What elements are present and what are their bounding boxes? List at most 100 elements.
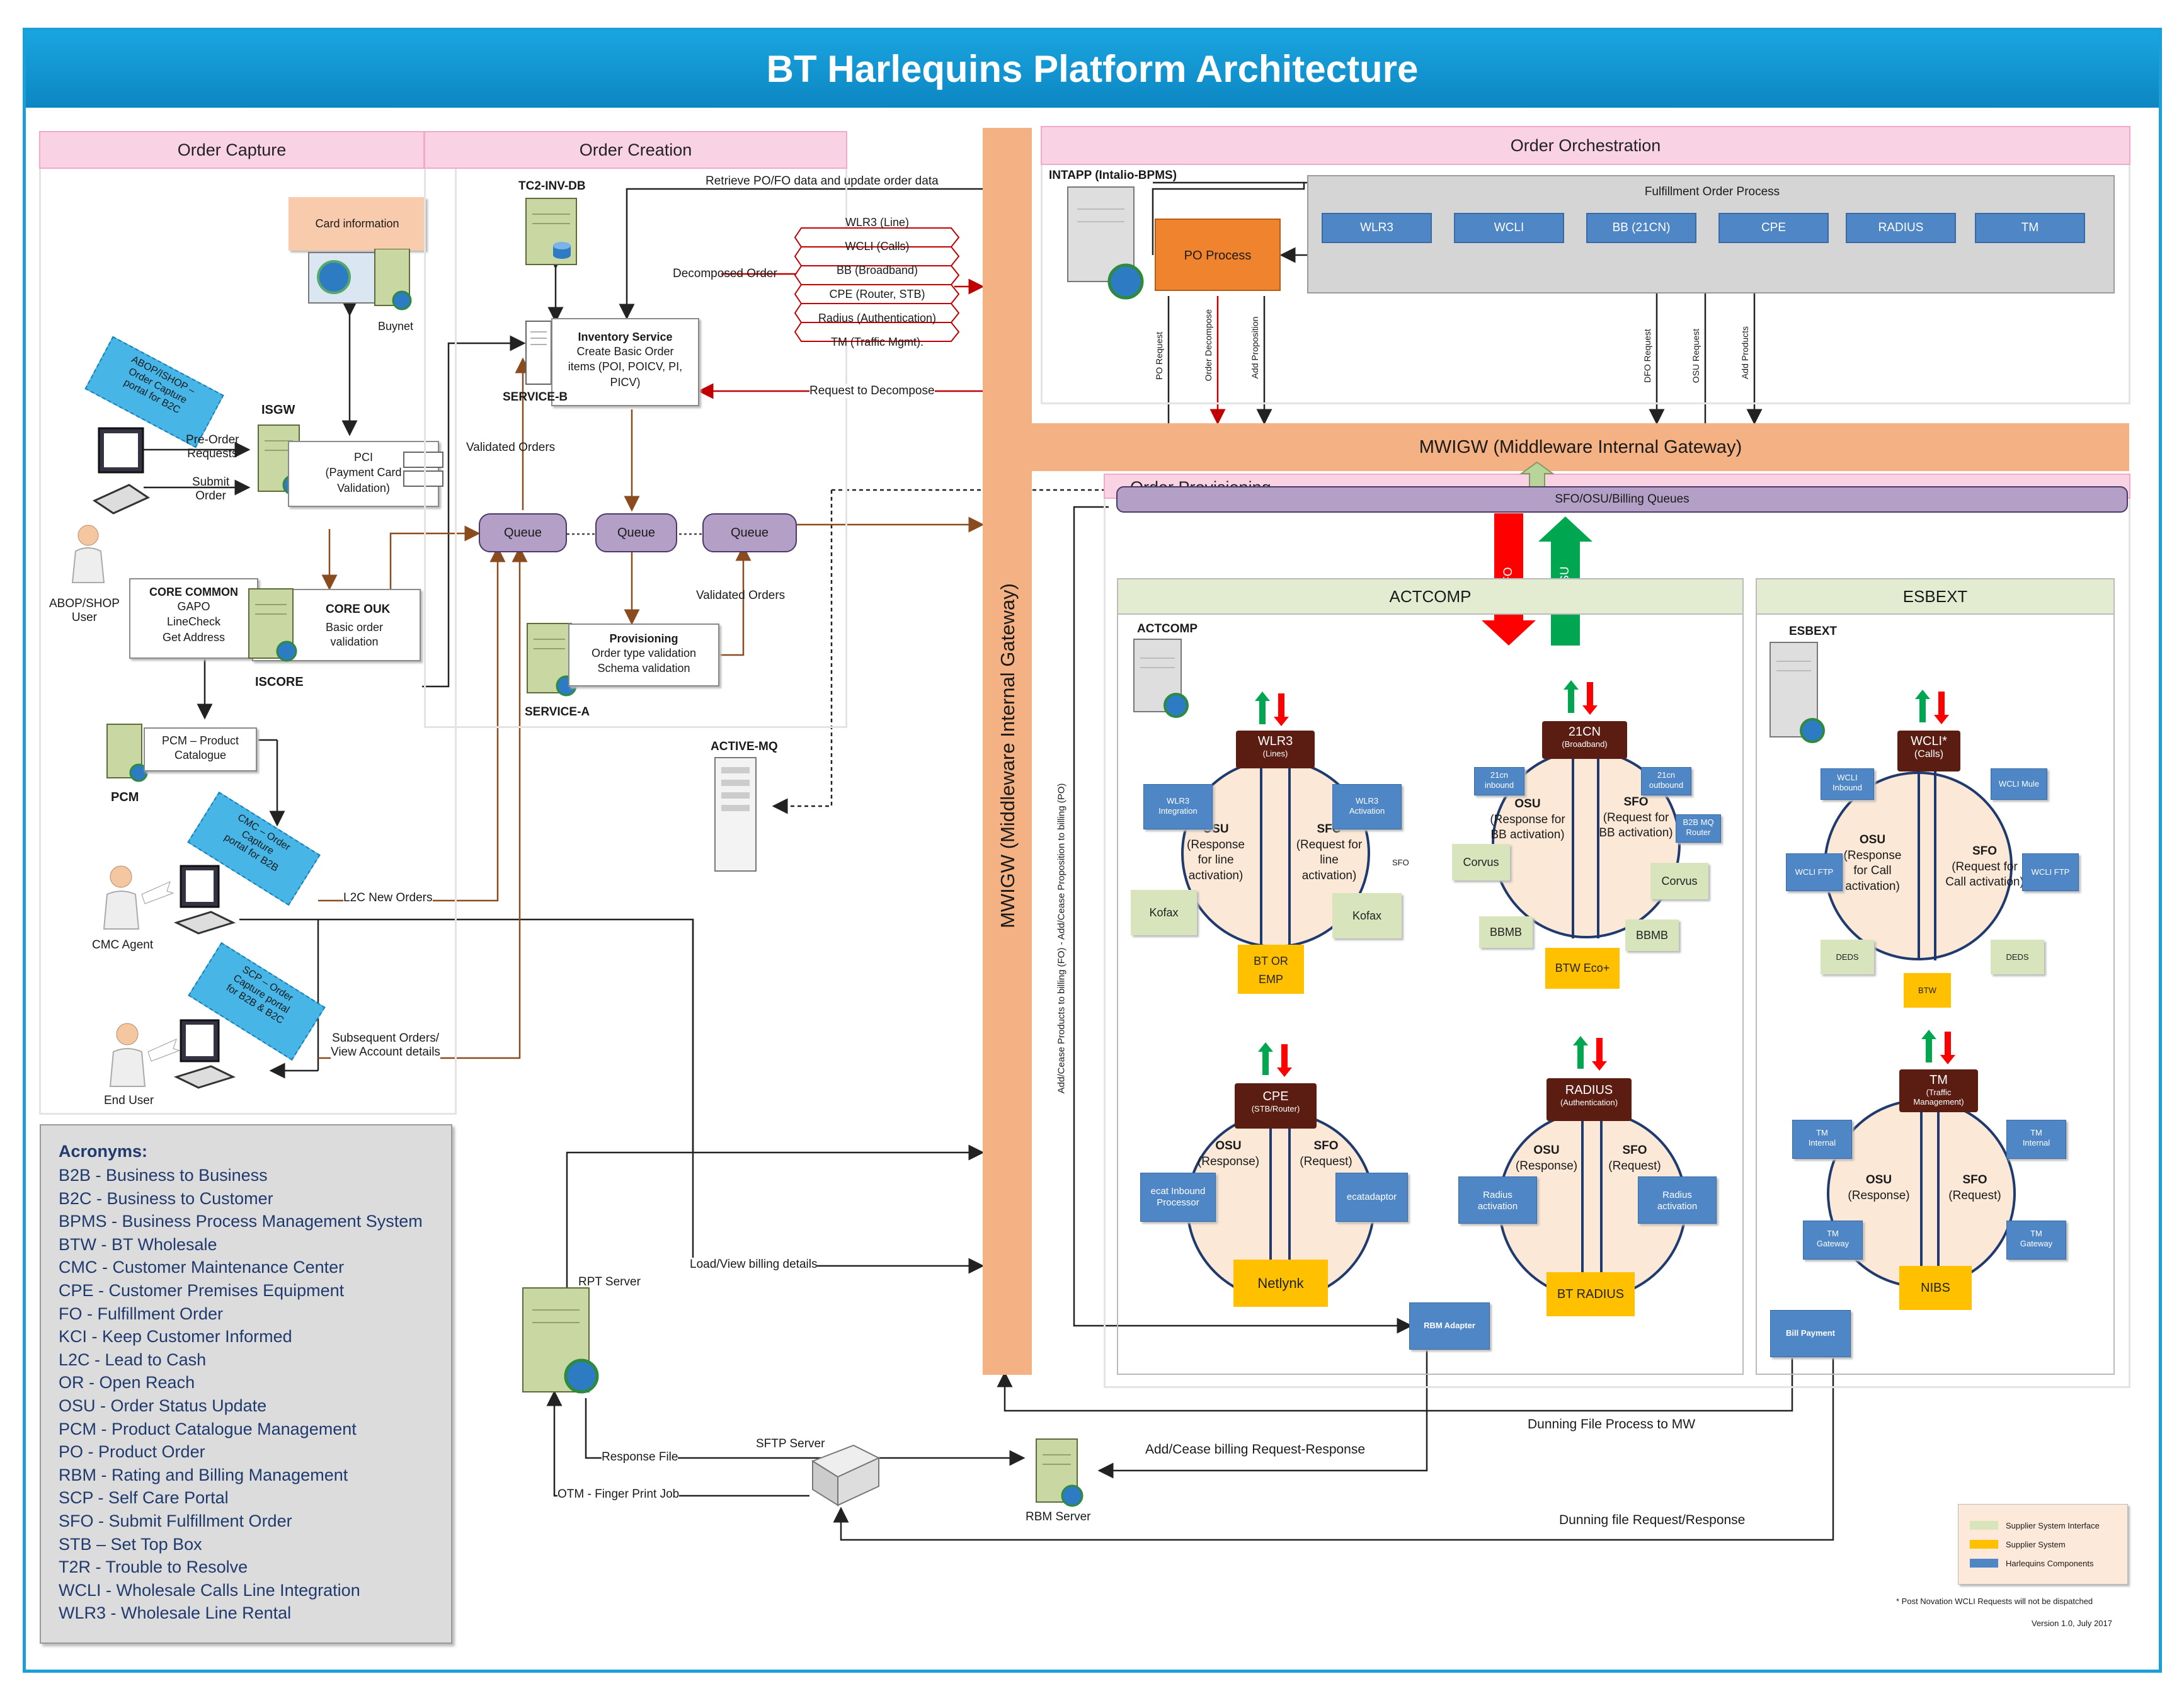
b2b-mq-router-box: B2B MQ Router bbox=[1676, 814, 1721, 843]
acronym-item: CPE - Customer Premises Equipment bbox=[59, 1280, 345, 1300]
legend-label: Supplier System Interface bbox=[2006, 1520, 2100, 1530]
core-ouk-desc: Basic order validation bbox=[326, 621, 384, 649]
rbm-server-label: RBM Server bbox=[1026, 1510, 1091, 1523]
tm-osu-desc: (Response) bbox=[1848, 1188, 1910, 1202]
cmc-agent-label: CMC Agent bbox=[92, 938, 154, 952]
cpe-divider-1 bbox=[1269, 1112, 1272, 1301]
abop-computer-icon bbox=[92, 427, 151, 515]
radius-osu-title: OSU bbox=[1533, 1144, 1560, 1157]
tm-sfo-desc: (Request) bbox=[1948, 1188, 2001, 1202]
bb21cn-osu-desc: (Response for BB activation) bbox=[1490, 812, 1565, 842]
wlr3-sub: (Lines) bbox=[1262, 749, 1288, 758]
inventory-service-title: Inventory Service bbox=[578, 331, 673, 343]
wcli-osu: OSU (Response for Call activation) bbox=[1830, 833, 1915, 895]
fo-wcli: WCLI bbox=[1454, 213, 1564, 243]
cpe-osu-title: OSU bbox=[1215, 1139, 1242, 1153]
billing-vertical-label: Add/Cease Products to billing (FO) - Add… bbox=[1056, 783, 1067, 1094]
add-products-label: Add Products bbox=[1740, 326, 1750, 380]
core-ouk-title: CORE OUK bbox=[326, 603, 391, 616]
cpe-osu-desc: (Response) bbox=[1197, 1154, 1260, 1168]
bb21cn-outbound-box: 21cn outbound bbox=[1641, 767, 1691, 795]
ecatadaptor-box: ecatadaptor bbox=[1335, 1173, 1408, 1222]
cpe-divider-2 bbox=[1288, 1112, 1291, 1301]
wcli-ftp-right: WCLI FTP bbox=[2022, 853, 2079, 891]
wlr3-osu: OSU (Response for line activation) bbox=[1175, 822, 1257, 884]
pci-port-1 bbox=[403, 452, 443, 468]
dunning-request-label: Dunning file Request/Response bbox=[1559, 1513, 1746, 1527]
tm-internal-right: TM Internal bbox=[2006, 1120, 2066, 1159]
tm-sfo-title: SFO bbox=[1962, 1173, 1987, 1187]
ecat-inbound-box: ecat Inbound Processor bbox=[1140, 1173, 1216, 1222]
load-view-label: Load/View billing details bbox=[690, 1258, 818, 1272]
active-mq-server-icon bbox=[714, 757, 757, 872]
order-capture-header: Order Capture bbox=[39, 131, 425, 169]
acronym-item: WCLI - Wholesale Calls Line Integration bbox=[59, 1580, 360, 1600]
mwigw-vertical-bar bbox=[983, 128, 1032, 1375]
acronym-item: PCM - Product Catalogue Management bbox=[59, 1419, 357, 1438]
radius-sfo-title: SFO bbox=[1622, 1144, 1647, 1157]
queue-3: Queue bbox=[702, 513, 797, 552]
subsequent-orders-label: Subsequent Orders/ View Account details bbox=[331, 1032, 440, 1059]
pcm-server-icon bbox=[106, 724, 148, 782]
abop-user-icon bbox=[71, 525, 105, 583]
tm-gateway-right: TM Gateway bbox=[2006, 1221, 2066, 1260]
acronym-item: SCP - Self Care Portal bbox=[59, 1488, 229, 1508]
wcli-title: WCLI* bbox=[1911, 734, 1947, 748]
wcli-mule-box: WCLI Mule bbox=[1991, 768, 2047, 800]
nibs-box: NIBS bbox=[1899, 1266, 1972, 1310]
wcli-divider-2 bbox=[1934, 771, 1936, 960]
cpe-sfo-title: SFO bbox=[1313, 1139, 1339, 1153]
cpe-sfo: SFO (Request) bbox=[1291, 1139, 1361, 1170]
acronym-item: FO - Fulfillment Order bbox=[59, 1304, 224, 1323]
fo-tm: TM bbox=[1975, 213, 2085, 243]
product-item: CPE (Router, STB) bbox=[829, 288, 925, 300]
cpe-updown-icon bbox=[1258, 1042, 1292, 1077]
acronym-item: WLR3 - Wholesale Line Rental bbox=[59, 1603, 292, 1623]
service-a-label: SERVICE-A bbox=[525, 705, 590, 719]
bb21cn-divider-1 bbox=[1572, 749, 1574, 938]
validated-orders-label-2: Validated Orders bbox=[696, 589, 786, 602]
tm-gateway-left: TM Gateway bbox=[1803, 1221, 1863, 1260]
version-label: Version 1.0, July 2017 bbox=[2032, 1619, 2112, 1628]
core-common-items: GAPO LineCheck Get Address bbox=[162, 600, 226, 644]
tc2-server-icon bbox=[525, 198, 577, 265]
acronyms-title: Acronyms: bbox=[59, 1142, 148, 1161]
acronym-item: KCI - Keep Customer Informed bbox=[59, 1327, 292, 1346]
acronym-item: PO - Product Order bbox=[59, 1442, 205, 1462]
legend-swatch bbox=[1970, 1521, 1998, 1530]
product-item: WCLI (Calls) bbox=[845, 240, 910, 253]
cpe-osu: OSU (Response) bbox=[1191, 1139, 1266, 1170]
bb21cn-title-box: 21CN (Broadband) bbox=[1542, 721, 1627, 759]
wlr3-sfo-small: SFO bbox=[1392, 858, 1409, 867]
page-title: BT Harlequins Platform Architecture bbox=[26, 31, 2159, 108]
isgw-label: ISGW bbox=[261, 403, 295, 417]
wcli-title-box: WCLI* (Calls) bbox=[1897, 731, 1960, 771]
buynet-label: Buynet bbox=[378, 320, 414, 333]
pcm-label: PCM bbox=[111, 790, 139, 804]
fo-wlr3: WLR3 bbox=[1322, 213, 1432, 243]
order-decompose-label: Order Decompose bbox=[1203, 309, 1213, 382]
esbext-server-label: ESBEXT bbox=[1789, 625, 1838, 638]
inventory-service-desc: Create Basic Order items (POI, POICV, PI… bbox=[568, 345, 683, 389]
legend-item: Harlequins Components bbox=[1970, 1554, 2127, 1573]
l2c-label: L2C New Orders bbox=[343, 891, 433, 905]
legend-label: Supplier System bbox=[2006, 1539, 2066, 1549]
sftp-server-icon bbox=[811, 1444, 881, 1506]
radius-title-box: RADIUS (Authentication) bbox=[1547, 1078, 1632, 1121]
legend-item: Supplier System bbox=[1970, 1535, 2127, 1554]
pcm-box: PCM – Product Catalogue bbox=[144, 727, 257, 771]
netlynk-box: Netlynk bbox=[1233, 1260, 1328, 1307]
mwigw-horizontal-bar: MWIGW (Middleware Internal Gateway) bbox=[1032, 423, 2129, 471]
radius-title: RADIUS bbox=[1565, 1083, 1613, 1097]
acronym-item: SFO - Submit Fulfillment Order bbox=[59, 1511, 292, 1530]
bb21cn-osu: OSU (Response for BB activation) bbox=[1480, 797, 1575, 843]
radius-activation-left: Radius activation bbox=[1458, 1176, 1537, 1224]
tm-osu-title: OSU bbox=[1865, 1173, 1892, 1187]
response-file-label: Response File bbox=[602, 1450, 678, 1464]
cpe-sub: (STB/Router) bbox=[1251, 1104, 1300, 1113]
wlr3-osu-desc: (Response for line activation) bbox=[1187, 838, 1245, 883]
service-a-server-icon bbox=[527, 623, 577, 697]
wcli-btw-box: BTW bbox=[1904, 973, 1951, 1008]
page-frame bbox=[23, 28, 2162, 1673]
